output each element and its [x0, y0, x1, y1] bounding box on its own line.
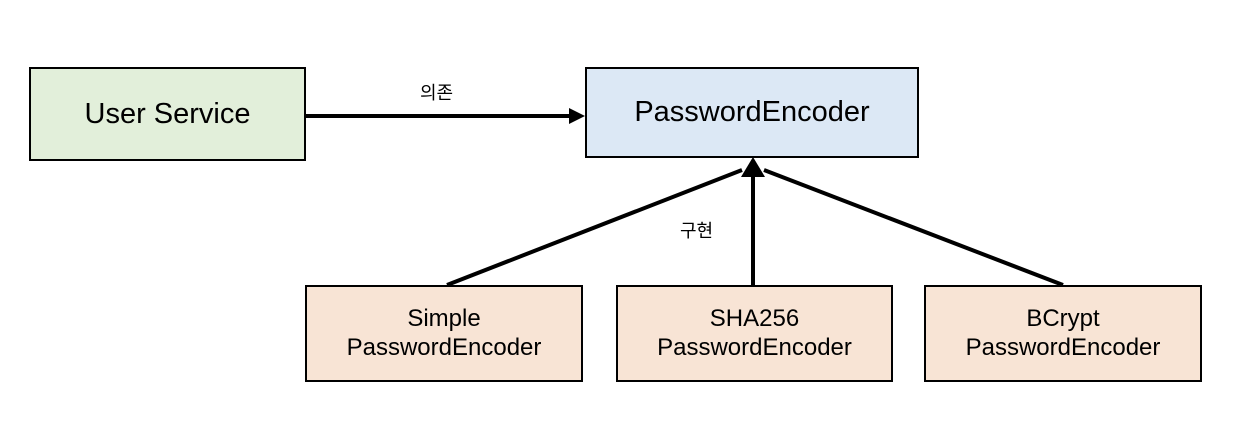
edge-label-depends: 의존: [417, 84, 457, 102]
node-bcrypt-password-encoder[interactable]: BCrypt PasswordEncoder: [924, 285, 1202, 382]
edge-implements-group: [446, 157, 1064, 287]
node-simple-password-encoder[interactable]: Simple PasswordEncoder: [305, 285, 583, 382]
node-password-encoder[interactable]: PasswordEncoder: [585, 67, 919, 158]
node-sha256-password-encoder[interactable]: SHA256 PasswordEncoder: [616, 285, 893, 382]
edge-depends-arrowhead: [569, 108, 585, 124]
edge-label-implements: 구현: [677, 222, 717, 240]
node-user-service[interactable]: User Service: [29, 67, 306, 161]
edge-implements-bcrypt: [763, 168, 1064, 287]
edge-implements-arrowhead: [741, 157, 765, 177]
edge-depends: [306, 108, 585, 124]
